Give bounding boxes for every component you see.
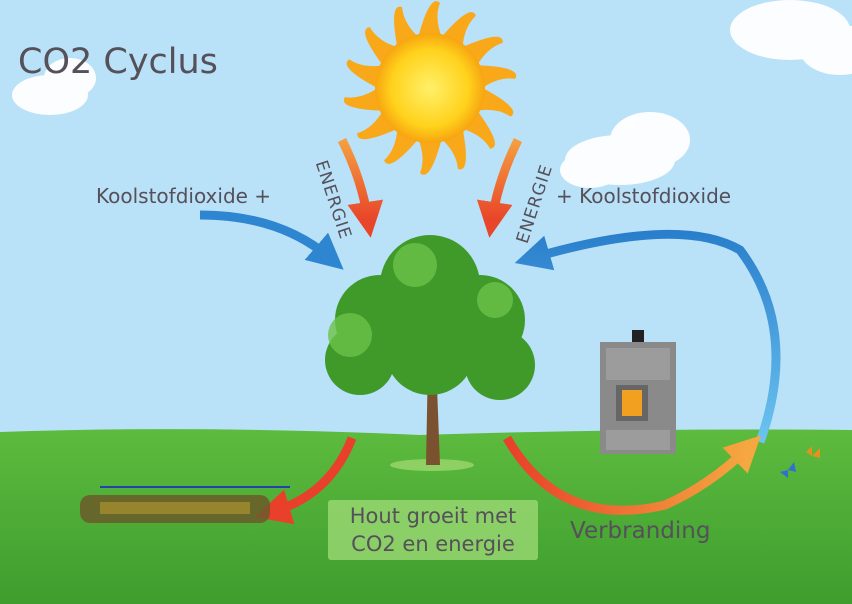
sun-ray — [476, 87, 514, 117]
sun-ray — [476, 65, 517, 89]
butterfly — [806, 446, 820, 458]
sun-ray — [418, 1, 442, 38]
tree — [325, 235, 535, 465]
wood-stove — [600, 330, 676, 454]
sun-ray — [346, 59, 384, 89]
arrow-decay — [254, 436, 357, 525]
co2-right-label: + Koolstofdioxide — [556, 184, 732, 208]
sun-ray — [418, 138, 442, 175]
sun-ray — [343, 87, 384, 111]
arrow-combustion — [503, 435, 761, 515]
cloud — [12, 0, 852, 188]
sun — [343, 1, 517, 175]
arrow-energy-right — [476, 137, 523, 238]
combustion-label: Verbranding — [570, 518, 711, 544]
arrow-energy-left — [337, 137, 384, 238]
butterfly — [780, 462, 796, 478]
growth-caption-line1: Hout groeit met — [349, 504, 517, 528]
growth-caption-box: Hout groeit met CO2 en energie — [328, 500, 538, 560]
diagram-title: CO2 Cyclus — [18, 42, 218, 82]
co2-left-label: Koolstofdioxide + — [96, 184, 272, 208]
arrow-co2-right — [514, 229, 781, 444]
leaf-litter — [80, 486, 290, 523]
growth-caption-line2: CO2 en energie — [351, 532, 515, 556]
arrow-co2-left — [199, 210, 344, 270]
